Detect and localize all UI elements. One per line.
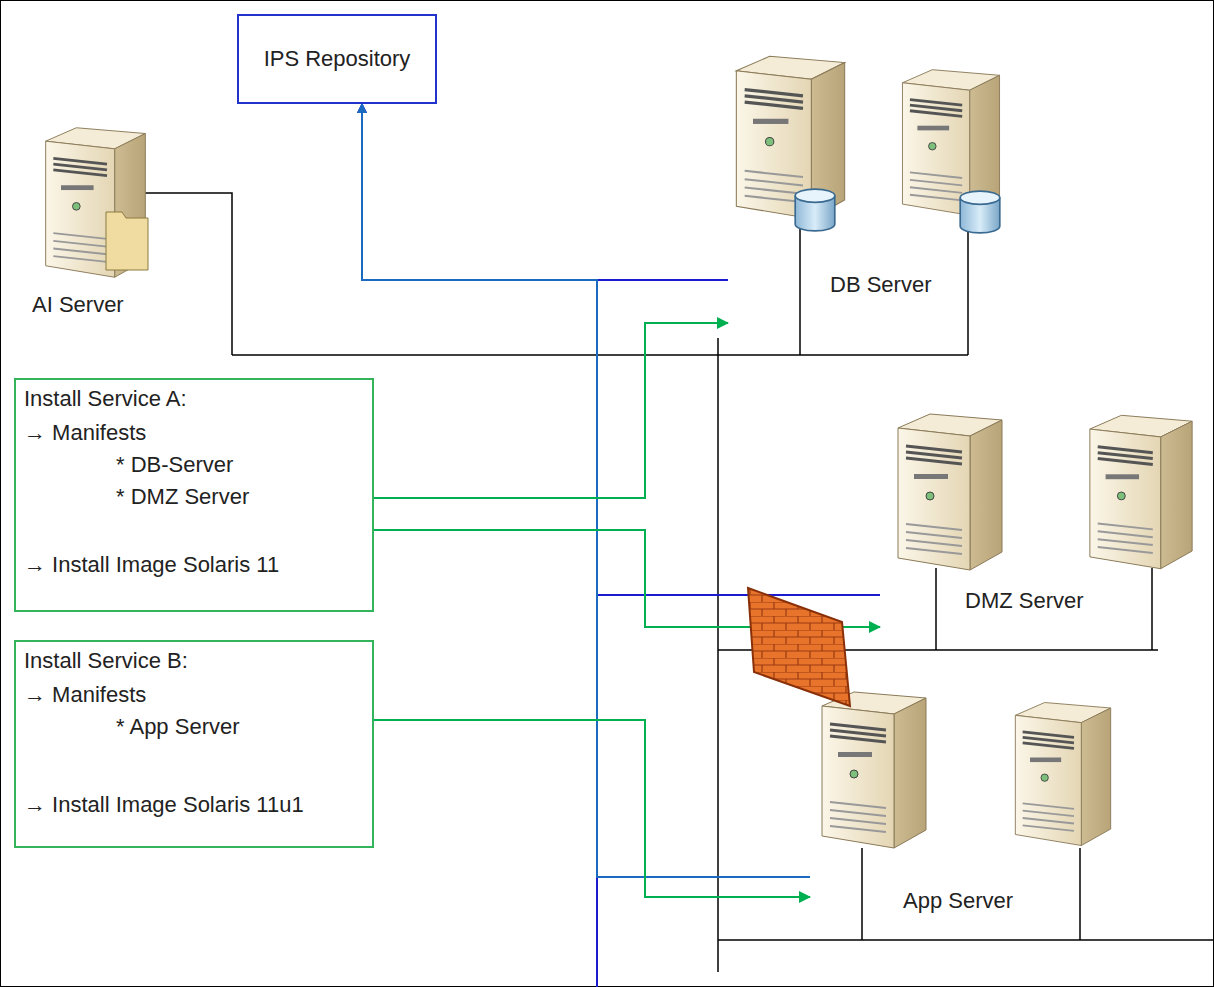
node-text: * DMZ Server xyxy=(116,484,249,510)
connector xyxy=(362,104,810,877)
node-title: IPS Repository xyxy=(264,46,411,72)
install-service-box: Install Service A: → Manifests * DB-Server… xyxy=(14,378,374,612)
node-text: * DB-Server xyxy=(116,452,233,478)
connector xyxy=(374,530,880,627)
node-text: → Install Image Solaris 11 xyxy=(24,552,279,578)
node-title: DMZ Server xyxy=(965,588,1084,614)
node-text: → Install Image Solaris 11u1 xyxy=(24,792,304,818)
node-text: * App Server xyxy=(116,714,240,740)
server-group: DMZ Server xyxy=(880,408,1200,636)
node-title: App Server xyxy=(903,888,1013,914)
node-text: → Manifests xyxy=(24,682,146,708)
node-title: Install Service A: xyxy=(24,386,187,412)
node-title: AI Server xyxy=(32,292,124,318)
repository-box: IPS Repository xyxy=(237,14,437,104)
server-group: AI Server xyxy=(20,120,180,330)
node-text: → Manifests xyxy=(24,420,146,446)
server-group: App Server xyxy=(810,685,1130,920)
install-service-box: Install Service B: → Manifests * App Serve… xyxy=(14,640,374,848)
connector xyxy=(362,104,728,280)
server-group: DB Server xyxy=(728,40,998,332)
node-title: DB Server xyxy=(830,272,931,298)
connector xyxy=(362,104,880,595)
node-title: Install Service B: xyxy=(24,648,188,674)
connector xyxy=(374,323,728,498)
connector xyxy=(374,720,810,897)
